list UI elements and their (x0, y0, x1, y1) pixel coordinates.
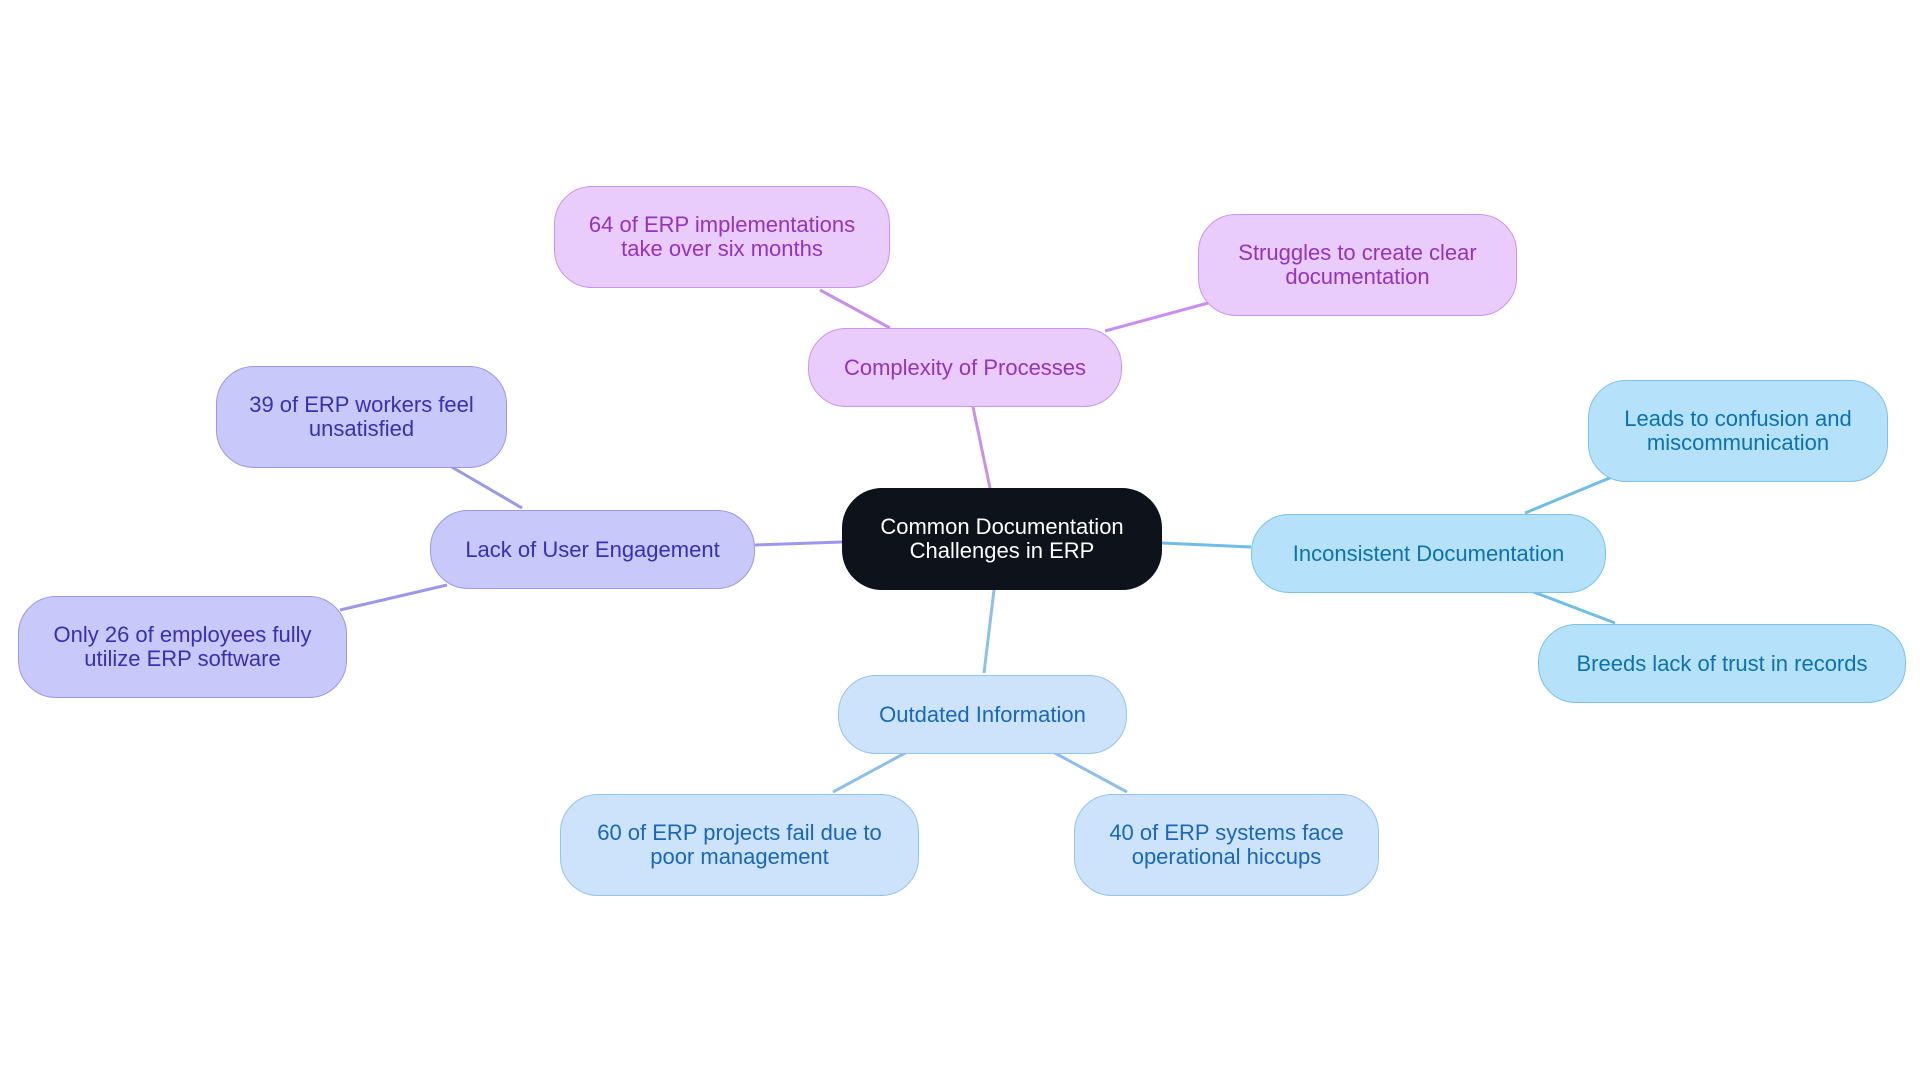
edge-root-engagement (754, 540, 843, 547)
leaf-node-clear-documentation[interactable]: Struggles to create clear documentation (1198, 214, 1517, 316)
edge-root-inconsistent (1161, 541, 1252, 549)
leaf-node-40-systems[interactable]: 40 of ERP systems face operational hiccu… (1074, 794, 1379, 896)
leaf-node-label: 39 of ERP workers feel unsatisfied (249, 392, 474, 441)
edge-outdated-60-projects (832, 750, 908, 794)
branch-node-complexity[interactable]: Complexity of Processes (808, 328, 1122, 407)
branch-node-engagement[interactable]: Lack of User Engagement (430, 510, 755, 589)
leaf-node-39-workers[interactable]: 39 of ERP workers feel unsatisfied (216, 366, 507, 468)
leaf-node-trust[interactable]: Breeds lack of trust in records (1538, 624, 1906, 703)
leaf-node-label: Leads to confusion and miscommunication (1624, 406, 1852, 455)
edge-engagement-39-workers (449, 464, 523, 510)
branch-node-label: Lack of User Engagement (465, 536, 720, 562)
leaf-node-64-implementations[interactable]: 64 of ERP implementations take over six … (554, 186, 890, 288)
edge-inconsistent-confusion (1524, 475, 1613, 515)
leaf-node-label: 60 of ERP projects fail due to poor mana… (597, 820, 882, 869)
leaf-node-confusion[interactable]: Leads to confusion and miscommunication (1588, 380, 1888, 482)
leaf-node-60-projects[interactable]: 60 of ERP projects fail due to poor mana… (560, 794, 919, 896)
edge-outdated-40-systems (1052, 750, 1128, 794)
leaf-node-label: Struggles to create clear documentation (1238, 240, 1477, 289)
edge-complexity-clear-documentation (1104, 301, 1209, 333)
branch-node-inconsistent[interactable]: Inconsistent Documentation (1251, 514, 1606, 593)
root-node[interactable]: Common Documentation Challenges in ERP (842, 488, 1162, 590)
leaf-node-label: Breeds lack of trust in records (1576, 650, 1868, 676)
edge-root-complexity (971, 406, 992, 489)
branch-node-label: Complexity of Processes (843, 354, 1087, 380)
edge-inconsistent-trust (1530, 589, 1616, 625)
edge-root-outdated (982, 589, 996, 674)
branch-node-label: Outdated Information (879, 701, 1086, 727)
leaf-node-label: Only 26 of employees fully utilize ERP s… (53, 622, 312, 671)
branch-node-label: Inconsistent Documentation (1292, 540, 1565, 566)
edge-complexity-64-implementations (819, 288, 891, 330)
leaf-node-label: 40 of ERP systems face operational hiccu… (1109, 820, 1344, 869)
edge-engagement-26-employees (339, 583, 448, 612)
branch-node-outdated[interactable]: Outdated Information (838, 675, 1127, 754)
root-node-label: Common Documentation Challenges in ERP (880, 514, 1124, 563)
leaf-node-label: 64 of ERP implementations take over six … (588, 212, 856, 261)
leaf-node-26-employees[interactable]: Only 26 of employees fully utilize ERP s… (18, 596, 347, 698)
